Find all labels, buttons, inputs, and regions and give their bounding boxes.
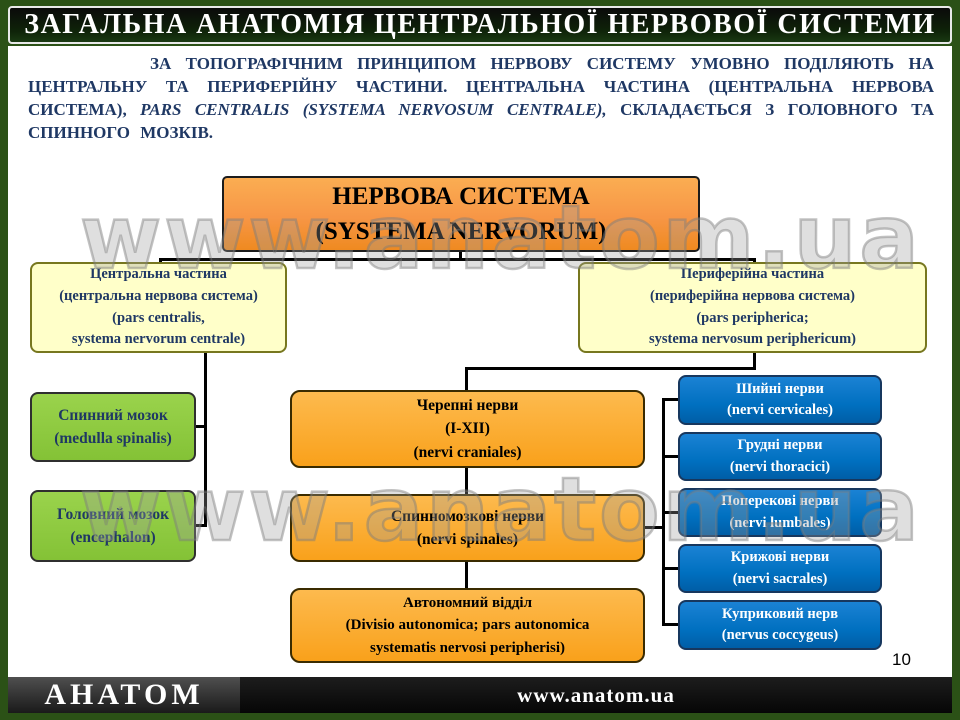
diagram-box-peripheral-part: Периферійна частина (периферійна нервова… [578,262,927,353]
page-title: ЗАГАЛЬНА АНАТОМІЯ ЦЕНТРАЛЬНОЇ НЕРВОВОЇ С… [24,9,936,40]
diagram-box-brain: Головний мозок (encephalon) [30,490,196,562]
intro-text-latin: PARS CENTRALIS (SYSTEMA NERVOSUM CENTRAL… [140,100,607,120]
slide-content: ЗА ТОПОГРАФІЧНИМ ПРИНЦИПОМ НЕРВОВУ СИСТЕ… [8,46,952,677]
connector-line [159,258,756,261]
diagram-box-central-part: Центральна частина (центральна нервова с… [30,262,287,353]
connector-line [159,258,162,264]
diagram-box-cranial-nerves: Черепні нерви (I-XII) (nervi craniales) [290,390,645,468]
footer-url: www.anatom.ua [517,682,675,707]
diagram-box-thoracic-nerves: Грудні нерви (nervi thoracici) [678,432,882,481]
intro-paragraph: ЗА ТОПОГРАФІЧНИМ ПРИНЦИПОМ НЕРВОВУ СИСТЕ… [28,52,934,144]
diagram-box-spinal-cord: Спинний мозок (medulla spinalis) [30,392,196,462]
diagram-box-spinal-nerves: Спинномозкові нерви (nervi spinales) [290,494,645,562]
connector-line [645,526,662,529]
connector-line [662,511,678,514]
anatom-logo-text: АНАТОМ [44,678,204,711]
connector-line [753,258,756,264]
anatom-logo: АНАТОМ [8,677,240,713]
connector-line [465,367,468,592]
connector-line [662,623,678,626]
diagram-box-lumbar-nerves: Поперекові нерви (nervi lumbales) [678,488,882,537]
diagram-box-sacral-nerves: Крижові нерви (nervi sacrales) [678,544,882,593]
diagram-box-coccygeal-nerve: Куприковий нерв (nervus coccygeus) [678,600,882,650]
diagram-box-nervous-system: НЕРВОВА СИСТЕМА (SYSTEMA NERVORUM) [222,176,700,252]
diagram-box-autonomic-division: Автономний відділ (Divisio autonomica; p… [290,588,645,663]
intro-text-1: ЗА ТОПОГРАФІЧНИМ ПРИНЦИПОМ НЕРВОВУ СИСТЕ… [28,54,934,120]
connector-line [196,425,206,428]
connector-line [662,398,678,401]
connector-line [465,367,756,370]
diagram-box-cervical-nerves: Шийні нерви (nervi cervicales) [678,375,882,425]
connector-line [662,567,678,570]
intro-text-2: СКЛАДАЄТЬСЯ З ГОЛОВНОГО ТА СПИННОГО МОЗК… [28,100,934,143]
connector-line [753,353,756,370]
connector-line [459,252,462,261]
connector-line [196,524,206,527]
connector-line [662,455,678,458]
slide-title-bar: ЗАГАЛЬНА АНАТОМІЯ ЦЕНТРАЛЬНОЇ НЕРВОВОЇ С… [8,6,952,44]
footer-bar: АНАТОМ www.anatom.ua [8,677,952,713]
page-number: 10 [892,650,911,669]
connector-line [204,353,207,527]
